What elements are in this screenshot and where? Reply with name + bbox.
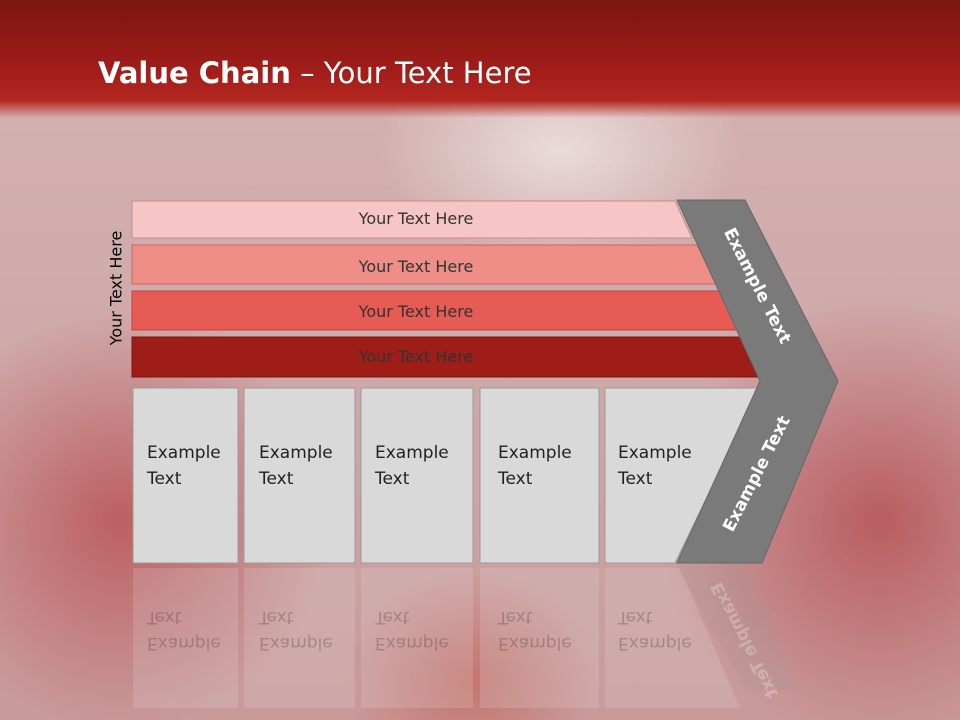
cell-4-shape[interactable] — [479, 387, 600, 564]
band-2-label: Your Text Here — [358, 257, 474, 276]
cell-3-shape[interactable] — [360, 387, 474, 564]
band-4-label: Your Text Here — [358, 347, 474, 366]
cell-1-shape[interactable] — [132, 387, 239, 564]
band-1-shape[interactable] — [131, 200, 693, 239]
band-1-label: Your Text Here — [358, 209, 474, 228]
page-title: Value Chain – Your Text Here — [98, 56, 532, 90]
cell-5-shape[interactable] — [604, 387, 761, 564]
band-3-label: Your Text Here — [358, 302, 474, 321]
cell-2-shape[interactable] — [243, 387, 356, 564]
chevron-arrow-shape[interactable] — [676, 199, 839, 564]
reflection-group — [133, 565, 800, 708]
header-bar — [0, 0, 960, 118]
